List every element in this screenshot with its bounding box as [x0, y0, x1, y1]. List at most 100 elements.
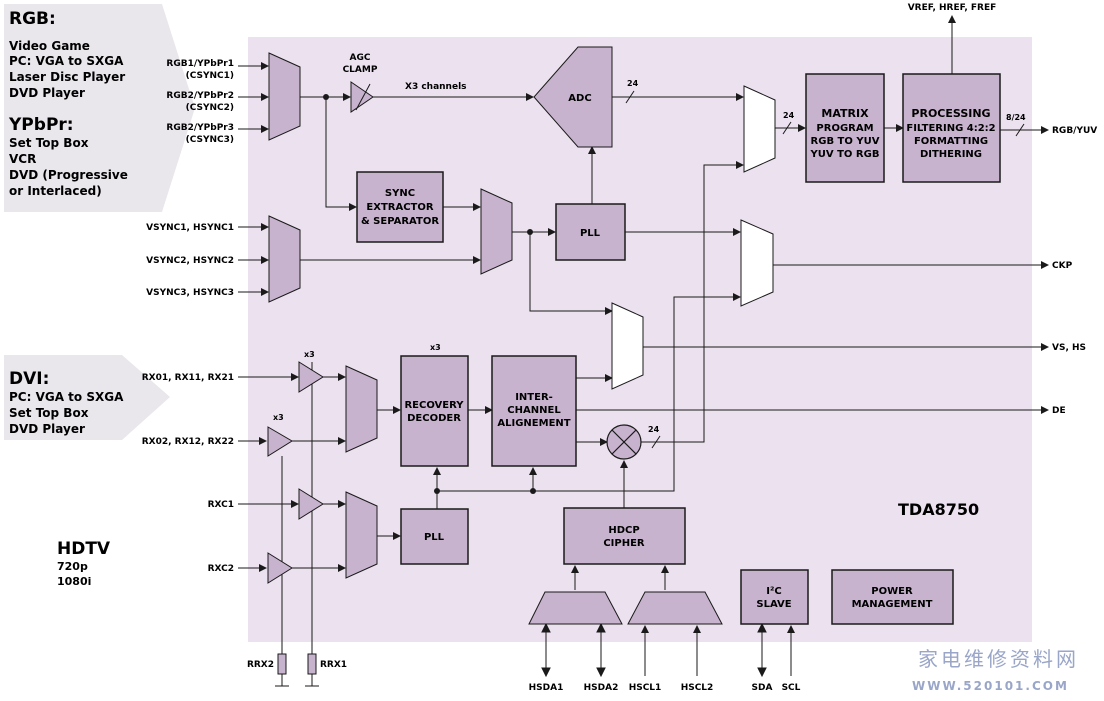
hdtv-line: 720p: [57, 560, 88, 573]
dvi-clock-mux: [345, 491, 378, 579]
vsync-input-mux: [268, 215, 301, 303]
ckp-output-mux: [740, 219, 774, 307]
input-rx02: RX02, RX12, RX22: [142, 437, 234, 447]
ypbpr-source-title: YPbPr:: [8, 115, 74, 135]
input-rxc1: RXC1: [208, 500, 234, 510]
dvi-source-line: DVD Player: [9, 422, 85, 436]
input-rx01: RX01, RX11, RX21: [142, 373, 234, 383]
rrx2-resistor: [277, 653, 287, 675]
pll-bottom-label: PLL: [424, 532, 445, 543]
processing-block: [902, 73, 1001, 183]
input-rgb2: RGB2/YPbPr2: [166, 91, 234, 101]
adc-block: [533, 46, 613, 148]
rgb-output-mux: [743, 85, 776, 173]
input-rgb2-sub: (CSYNC2): [186, 103, 234, 113]
rgb-source-line: PC: VGA to SXGA: [9, 54, 124, 68]
ypbpr-source-line: Set Top Box: [9, 136, 89, 150]
input-rxc2: RXC2: [208, 564, 234, 574]
chip-name: TDA8750: [898, 500, 979, 519]
processing-label-2: FILTERING 4:2:2: [906, 123, 995, 134]
pin-hscl1: HSCL1: [629, 683, 662, 693]
rgb-source-line: DVD Player: [9, 86, 85, 100]
ypbpr-source-line: DVD (Progressive: [9, 168, 128, 182]
interchannel-label-2: CHANNEL: [507, 405, 561, 416]
hdcp-label-2: CIPHER: [603, 538, 645, 549]
x3-label-c: x3: [273, 413, 284, 422]
sync-label-3: & SEPARATOR: [361, 216, 439, 227]
agc-clamp-amp: [350, 81, 374, 113]
ypbpr-source-line: VCR: [9, 152, 36, 166]
pin-hsda1: HSDA1: [529, 683, 564, 693]
rrx-resistors: [275, 653, 319, 687]
ypbpr-source-line: or Interlaced): [9, 184, 102, 198]
rgb-source-title: RGB:: [9, 9, 56, 29]
recovery-label-2: DECODER: [407, 413, 461, 424]
dvi-data-mux: [345, 365, 378, 453]
i2c-slave-block: [740, 569, 809, 625]
sync-extractor-block: [356, 171, 444, 243]
interchannel-label-1: INTER-: [515, 392, 553, 403]
watermark-cn: 家电维修资料网: [918, 647, 1079, 671]
matrix-label-4: YUV TO RGB: [810, 149, 880, 160]
sync-label-2: EXTRACTOR: [366, 202, 433, 213]
pin-rrx1: RRX1: [320, 660, 347, 670]
bus-label-xor: 24: [648, 425, 660, 434]
dvi-source-line: PC: VGA to SXGA: [9, 390, 124, 404]
hdtv-label: HDTV 720p 1080i: [57, 539, 111, 588]
pin-hscl2: HSCL2: [681, 683, 714, 693]
matrix-block: [805, 73, 885, 183]
watermark-url: WWW.520101.COM: [912, 679, 1069, 693]
xor-mixer: [606, 424, 642, 460]
dvi-source-title: DVI:: [9, 369, 49, 389]
rgb-source-line: Laser Disc Player: [9, 70, 125, 84]
rx02-buffer: [267, 426, 293, 457]
buffers: [267, 81, 374, 584]
hsda-level-shifter: [528, 591, 623, 625]
output-de: DE: [1052, 406, 1066, 416]
rx0-buffer: [298, 361, 324, 393]
bus-label-proc: 8/24: [1006, 113, 1026, 122]
processing-label-4: DITHERING: [920, 149, 982, 160]
rgb-source-tag: RGB: Video Game PC: VGA to SXGA Laser Di…: [4, 4, 195, 212]
x3-label-a: x3: [430, 343, 441, 352]
x3-channels-label: X3 channels: [405, 82, 467, 92]
output-rgbyuv: RGB/YUV: [1052, 126, 1097, 136]
bus-label-mux: 24: [783, 111, 795, 120]
input-vsync3: VSYNC3, HSYNC3: [146, 288, 234, 298]
i2c-label-1: I²C: [766, 586, 781, 597]
input-rgb1-sub: (CSYNC1): [186, 71, 234, 81]
muxes: [268, 52, 776, 625]
interchannel-block: [491, 355, 577, 467]
rgb-source-line: Video Game: [9, 39, 90, 53]
output-ckp: CKP: [1052, 261, 1073, 271]
input-rgb1: RGB1/YPbPr1: [166, 59, 234, 69]
output-vshs: VS, HS: [1052, 343, 1086, 353]
matrix-label-3: RGB TO YUV: [811, 136, 880, 147]
pin-rrx2: RRX2: [247, 660, 274, 670]
pin-sda: SDA: [752, 683, 773, 693]
sync-select-mux: [480, 188, 513, 275]
power-label-2: MANAGEMENT: [852, 599, 933, 610]
i2c-label-2: SLAVE: [756, 599, 791, 610]
recovery-label-1: RECOVERY: [404, 400, 464, 411]
adc-label: ADC: [568, 93, 591, 104]
pin-hsda2: HSDA2: [584, 683, 619, 693]
pin-scl: SCL: [782, 683, 801, 693]
pll-top-block: [555, 203, 626, 261]
x3-label-b: x3: [304, 350, 315, 359]
dvi-source-tag: DVI: PC: VGA to SXGA Set Top Box DVD Pla…: [4, 355, 170, 440]
matrix-label-2: PROGRAM: [816, 123, 873, 134]
pll-top-label: PLL: [580, 228, 601, 239]
sync-label-1: SYNC: [385, 188, 415, 199]
bus-label-adc: 24: [627, 79, 639, 88]
blocks: [356, 73, 1001, 625]
agc-label: AGC: [350, 53, 371, 63]
rgb-input-mux: [268, 52, 301, 141]
rrx1-resistor: [307, 653, 317, 675]
hdtv-title: HDTV: [57, 539, 111, 559]
hdtv-line: 1080i: [57, 575, 91, 588]
matrix-label-1: MATRIX: [821, 107, 869, 120]
processing-label-1: PROCESSING: [911, 107, 990, 120]
agc-label-2: CLAMP: [343, 65, 378, 75]
